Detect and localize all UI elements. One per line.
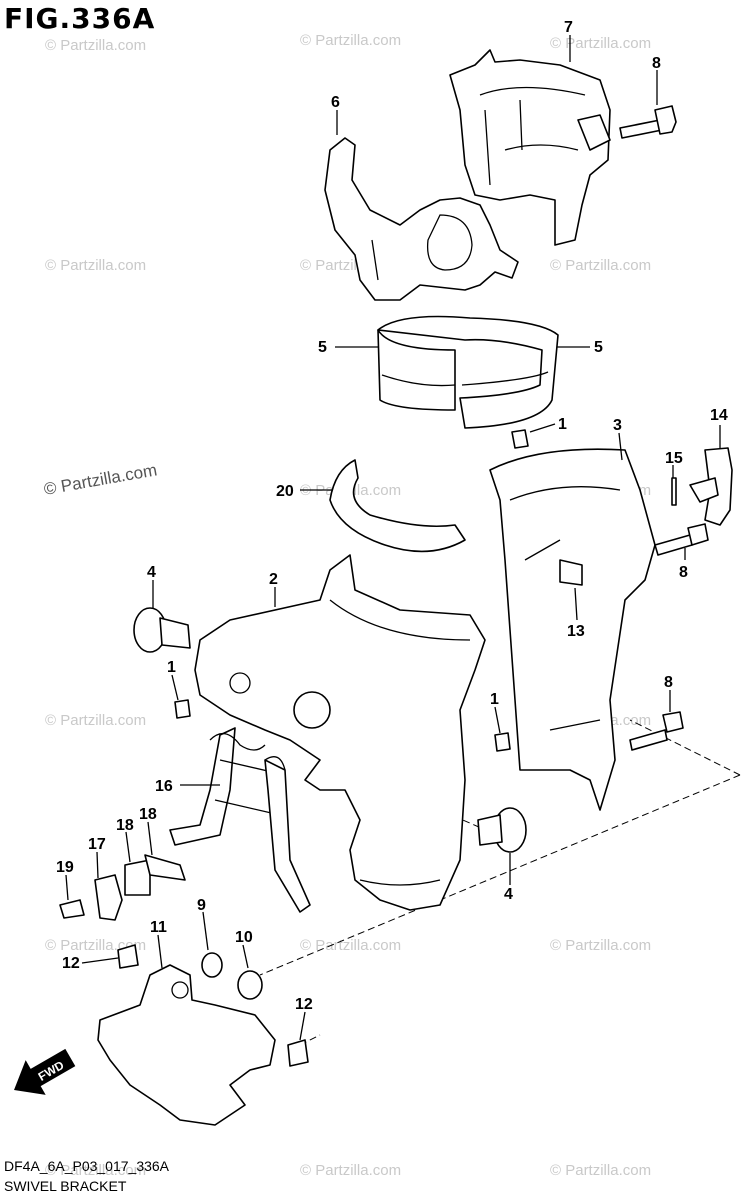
part-7-upper-bracket xyxy=(449,49,611,246)
watermark: © Partzilla.com xyxy=(550,1162,651,1179)
callout-17: 17 xyxy=(88,836,106,853)
callout-4: 4 xyxy=(147,564,156,581)
callout-16: 16 xyxy=(155,778,173,795)
figure-code: DF4A_6A_P03_017_336A xyxy=(4,1158,170,1174)
part-13-block xyxy=(559,559,583,586)
watermark: © Partzilla.com xyxy=(550,35,651,52)
callout-18: 18 xyxy=(139,806,157,823)
part-1-grease-nipple xyxy=(174,429,529,752)
callout-8: 8 xyxy=(664,674,673,691)
watermark: © Partzilla.com xyxy=(550,937,651,954)
callout-8: 8 xyxy=(679,564,688,581)
figure-name: SWIVEL BRACKET xyxy=(4,1178,127,1194)
watermark: © Partzilla.com xyxy=(550,257,651,274)
part-8-bolt xyxy=(619,105,677,139)
part-10-spring xyxy=(237,970,263,1000)
part-8-bolt xyxy=(654,523,709,556)
callout-7: 7 xyxy=(564,19,573,36)
part-15-pin xyxy=(671,477,677,506)
fwd-arrow-icon: FWD xyxy=(14,1048,76,1095)
part-19-bolt xyxy=(59,899,85,919)
part-6-bracket xyxy=(324,137,519,301)
part-16-tilt-lever xyxy=(169,727,311,913)
callout-5: 5 xyxy=(594,339,603,356)
callout-20: 20 xyxy=(276,483,294,500)
part-8-bolt xyxy=(629,711,684,751)
watermark: © Partzilla.com xyxy=(45,257,146,274)
figure-title: FIG.336A xyxy=(4,2,156,35)
part-12-bolt xyxy=(117,944,309,1067)
watermark: © Partzilla.com xyxy=(300,937,401,954)
callout-6: 6 xyxy=(331,94,340,111)
callout-15: 15 xyxy=(665,450,683,467)
callout-19: 19 xyxy=(56,859,74,876)
callout-1: 1 xyxy=(167,659,176,676)
callout-2: 2 xyxy=(269,571,278,588)
part-5-ring xyxy=(377,315,559,429)
part-18-bushing xyxy=(124,854,186,896)
part-20-liner xyxy=(329,459,466,553)
part-14-lever xyxy=(689,447,733,526)
part-4-bushing xyxy=(133,607,527,853)
callout-13: 13 xyxy=(567,623,585,640)
part-9-spring xyxy=(201,952,223,978)
callout-3: 3 xyxy=(613,417,622,434)
callout-14: 14 xyxy=(710,407,728,424)
watermark: © Partzilla.com xyxy=(300,1162,401,1179)
callout-18: 18 xyxy=(116,817,134,834)
watermark: © Partzilla.com xyxy=(300,32,401,49)
callout-11: 11 xyxy=(150,919,167,936)
callout-8: 8 xyxy=(652,55,661,72)
callout-10: 10 xyxy=(235,929,253,946)
part-2-swivel-bracket xyxy=(194,554,486,911)
callout-9: 9 xyxy=(197,897,206,914)
watermark: © Partzilla.com xyxy=(45,1162,146,1179)
part-3-cover xyxy=(489,448,656,811)
callout-12: 12 xyxy=(295,996,313,1013)
callout-1: 1 xyxy=(490,691,499,708)
watermark: © Partzilla.com xyxy=(45,37,146,54)
callout-numbers: 7 8 6 5 5 1 3 14 15 20 8 4 2 13 1 8 1 16… xyxy=(56,19,728,1013)
watermark: © Partzilla.com xyxy=(42,460,158,499)
callout-1: 1 xyxy=(558,416,567,433)
callout-4: 4 xyxy=(504,886,513,903)
callout-5: 5 xyxy=(318,339,327,356)
part-17-plate xyxy=(94,874,123,921)
watermark: © Partzilla.com xyxy=(45,712,146,729)
callout-12: 12 xyxy=(62,955,80,972)
leader-lines xyxy=(65,35,721,1041)
part-11-tilt-stopper xyxy=(97,964,276,1126)
